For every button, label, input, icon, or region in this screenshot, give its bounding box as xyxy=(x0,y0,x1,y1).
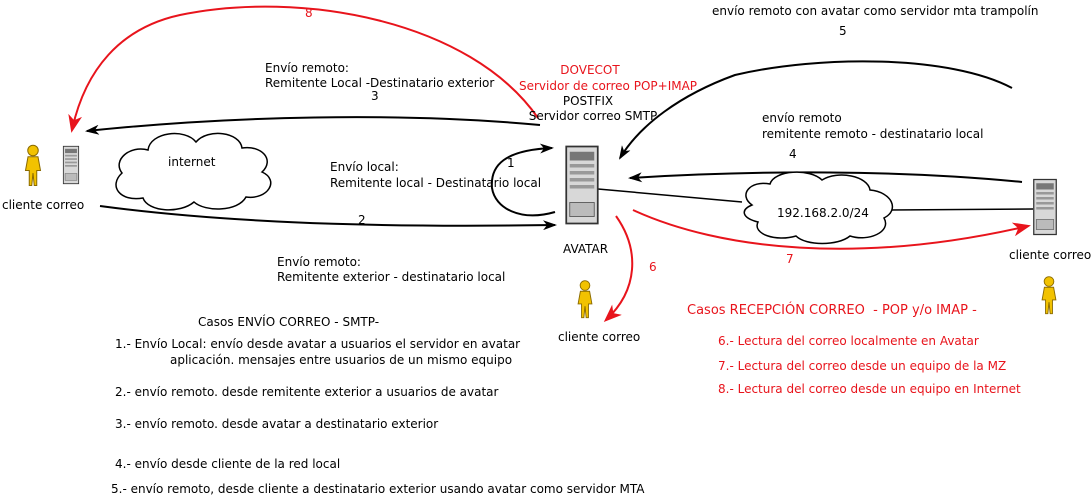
arrow-number-2: 2 xyxy=(358,213,366,227)
cloud-icon xyxy=(115,132,272,211)
label-remote-4: envío remoto xyxy=(762,111,842,125)
smtp-case-4: 4.- envío desde cliente de la red local xyxy=(115,457,341,471)
arrow-number-6: 6 xyxy=(649,260,657,274)
smtp-case-2: 2.- envío remoto. desde remitente exteri… xyxy=(115,385,499,399)
arrow-2-right xyxy=(99,205,557,231)
label-internet: internet xyxy=(168,155,216,169)
label-dovecot-b: Servidor de correo POP+IMAP xyxy=(518,79,698,93)
label-remote-send-2: Envío remoto: xyxy=(277,255,361,269)
reception-case-8: 8.- Lectura del correo desde un equipo e… xyxy=(718,382,1021,396)
arrow-number-4: 4 xyxy=(789,147,797,161)
label-client-left: cliente correo xyxy=(2,198,85,212)
reception-case-6: 6.- Lectura del correo localmente en Ava… xyxy=(718,334,979,348)
label-avatar: AVATAR xyxy=(563,242,609,256)
smtp-case-1a: 1.- Envío Local: envío desde avatar a us… xyxy=(115,337,521,351)
arrow-8-red xyxy=(68,5,539,133)
label-remote-send-2b: Remitente exterior - destinatario local xyxy=(277,270,506,284)
label-remote-send-1: Envío remoto: xyxy=(265,61,349,75)
reception-cases-title: Casos RECEPCIÓN CORREO - POP y/o IMAP - xyxy=(687,303,977,318)
smtp-case-5: 5.- envío remoto, desde cliente a destin… xyxy=(111,482,645,496)
person-icon xyxy=(577,280,593,319)
smtp-case-3: 3.- envío remoto. desde avatar a destina… xyxy=(115,417,439,431)
label-trampoline: envío remoto con avatar como servidor mt… xyxy=(712,4,1039,18)
arrow-6-red xyxy=(603,215,634,323)
arrow-4-left xyxy=(628,171,1023,183)
arrow-number-8: 8 xyxy=(305,6,313,20)
person-icon xyxy=(1041,276,1057,315)
arrow-number-7: 7 xyxy=(786,252,794,266)
arrow-number-5: 5 xyxy=(839,24,847,38)
label-client-center: cliente correo xyxy=(558,330,641,344)
label-local-send: Envío local: xyxy=(330,160,399,174)
cloud-icon xyxy=(743,171,894,245)
arrow-5-curve xyxy=(618,60,1013,160)
person-icon xyxy=(25,144,41,186)
lan-link-right xyxy=(879,208,1034,211)
arrow-3-left xyxy=(85,116,541,135)
label-lan: 192.168.2.0/24 xyxy=(777,206,869,220)
server-icon xyxy=(62,145,80,185)
label-dovecot: DOVECOT xyxy=(560,63,620,77)
lan-link-left xyxy=(597,188,743,203)
server-icon xyxy=(1033,178,1057,236)
label-remote-send-1b: Remitente Local -Destinatario exterior xyxy=(265,76,495,90)
smtp-cases-title: Casos ENVÍO CORREO - SMTP- xyxy=(198,315,380,329)
arrow-1-loop xyxy=(490,143,556,217)
arrow-number-1: 1 xyxy=(507,156,515,170)
label-postfix-b: Servidor correo SMTP xyxy=(528,109,658,123)
label-local-send-b: Remitente local - Destinatario local xyxy=(330,176,542,190)
label-remote-4b: remitente remoto - destinatario local xyxy=(762,127,984,141)
reception-case-7: 7.- Lectura del correo desde un equipo d… xyxy=(718,359,1007,373)
arrow-7-red xyxy=(632,209,1031,250)
label-client-right: cliente correo xyxy=(1009,248,1091,262)
server-icon xyxy=(565,145,599,225)
label-postfix: POSTFIX xyxy=(562,94,614,108)
arrow-number-3: 3 xyxy=(371,89,379,103)
smtp-case-1b: aplicación. mensajes entre usuarios de u… xyxy=(170,353,513,367)
